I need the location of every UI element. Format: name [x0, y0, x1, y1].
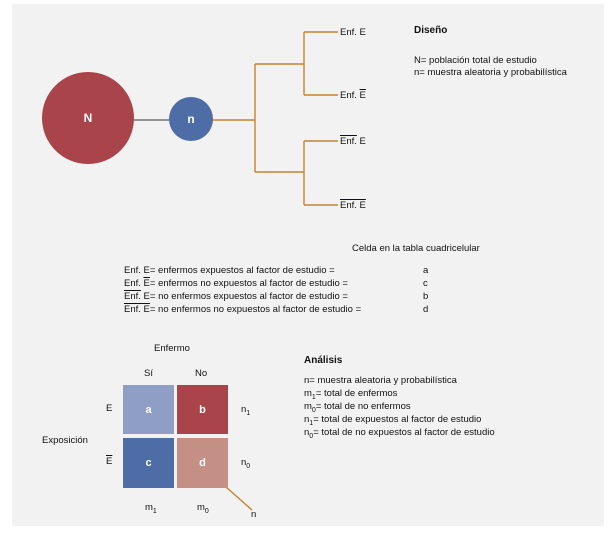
cell-table-row: Enf. E= no enfermos expuestos al factor … [124, 291, 348, 302]
analysis-line: m0= total de no enfermos [304, 401, 411, 414]
row-text: = enfermos expuestos al factor de estudi… [149, 265, 335, 276]
row-prefix: Enf. E [124, 278, 150, 289]
col-total-m0: m0 [197, 502, 209, 515]
row-prefix: Enf. E [124, 304, 150, 315]
row-text: = no enfermos no expuestos al factor de … [149, 304, 362, 315]
grid-cell-a: a [123, 385, 174, 434]
grid-side-label: Exposición [42, 435, 88, 446]
cell-d-label: d [199, 457, 206, 469]
design-note-n: n= muestra aleatoria y probabilística [414, 67, 567, 78]
analysis-heading: Análisis [304, 355, 343, 366]
cell-table-row: Enf. E= enfermos no expuestos al factor … [124, 278, 348, 289]
row-prefix: Enf. E [124, 291, 150, 302]
grid-cell-c: c [123, 438, 174, 488]
row-prefix: Enf. E [124, 265, 150, 276]
cell-c-label: c [145, 457, 152, 469]
cell-table-heading: Celda en la tabla cuadricelular [352, 243, 480, 254]
design-heading: Diseño [414, 25, 448, 36]
grid-row-not-e: E [106, 456, 113, 467]
col-total-m1: m1 [145, 502, 157, 515]
grid-cell-d: d [177, 438, 228, 488]
cell-table-row: Enf. E= no enfermos no expuestos al fact… [124, 304, 361, 315]
grid-col-yes: Sí [144, 368, 153, 379]
row-total-n1: n1 [241, 404, 251, 417]
branch-label-sick-unexposed: Enf. E [340, 90, 366, 101]
cell-table-cell-a: a [423, 265, 429, 276]
cell-table-cell-b: b [423, 291, 429, 302]
row-text: = enfermos no expuestos al factor de est… [149, 278, 348, 289]
grid-col-no: No [195, 368, 208, 379]
branch-label-notsick-unexposed: Enf. E [340, 200, 366, 211]
cell-table-cell-c: c [423, 278, 428, 289]
grand-total: n [251, 509, 257, 520]
grid-cell-b: b [177, 385, 228, 434]
design-note-N: N= población total de estudio [414, 55, 537, 66]
branch-label-notsick-exposed: Enf. E [340, 136, 366, 147]
grand-total-pointer [225, 486, 253, 511]
analysis-line: m1= total de enfermos [304, 388, 398, 401]
grid-row-e: E [106, 403, 113, 414]
sample-label: n [187, 112, 195, 126]
branch-label-sick-exposed: Enf. E [340, 27, 366, 38]
branch-tree [212, 31, 338, 511]
row-total-n0: n0 [241, 457, 251, 470]
row-text: = no enfermos expuestos al factor de est… [149, 291, 348, 302]
analysis-line: n1= total de expuestos al factor de estu… [304, 414, 482, 427]
cell-a-label: a [145, 403, 152, 416]
grid-top-label: Enfermo [154, 343, 190, 354]
cell-table-cell-d: d [423, 304, 429, 315]
cell-b-label: b [199, 403, 206, 416]
cell-table-row: Enf. E= enfermos expuestos al factor de … [124, 265, 335, 276]
analysis-line: n= muestra aleatoria y probabilística [304, 375, 457, 386]
population-label: N [83, 111, 93, 125]
analysis-line: n0= total de no expuestos al factor de e… [304, 427, 495, 440]
sample-circle: n [169, 97, 213, 141]
population-circle: N [42, 72, 134, 164]
